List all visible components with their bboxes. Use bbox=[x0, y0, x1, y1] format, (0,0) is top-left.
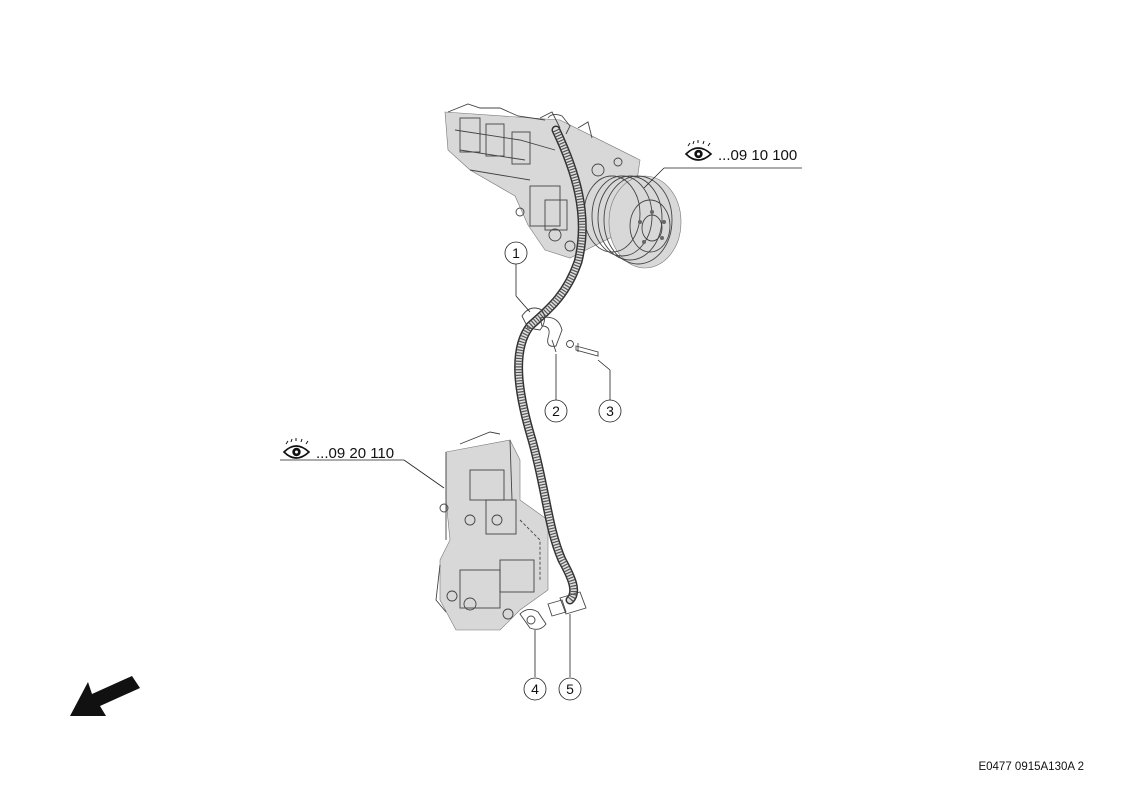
eye-icon bbox=[684, 140, 713, 161]
drawing-id: E0477 0915A130A 2 bbox=[978, 761, 1084, 773]
hose-fittings bbox=[519, 591, 587, 630]
arrow-icon bbox=[70, 676, 140, 716]
callout-number: 5 bbox=[566, 681, 574, 697]
callout-number: 1 bbox=[512, 245, 520, 261]
reference-mid[interactable]: ...09 20 110 bbox=[280, 438, 404, 462]
valve-assembly bbox=[435, 431, 549, 631]
eye-icon bbox=[282, 438, 311, 459]
callout-number: 2 bbox=[552, 403, 560, 419]
hydraulic-hose bbox=[514, 125, 587, 605]
callout-4: 4 bbox=[523, 677, 547, 701]
hose-clamp bbox=[521, 307, 599, 357]
callout-number: 3 bbox=[606, 403, 614, 419]
callout-1: 1 bbox=[504, 241, 528, 265]
callout-3: 3 bbox=[598, 399, 622, 423]
reference-label: ...09 10 100 bbox=[718, 147, 797, 164]
reference-top[interactable]: ...09 10 100 bbox=[664, 140, 802, 169]
callout-2: 2 bbox=[544, 399, 568, 423]
leader-lines bbox=[403, 167, 665, 677]
callout-number: 4 bbox=[531, 681, 539, 697]
callout-5: 5 bbox=[558, 677, 582, 701]
reference-label: ...09 20 110 bbox=[316, 445, 394, 462]
pump-assembly bbox=[444, 103, 682, 269]
